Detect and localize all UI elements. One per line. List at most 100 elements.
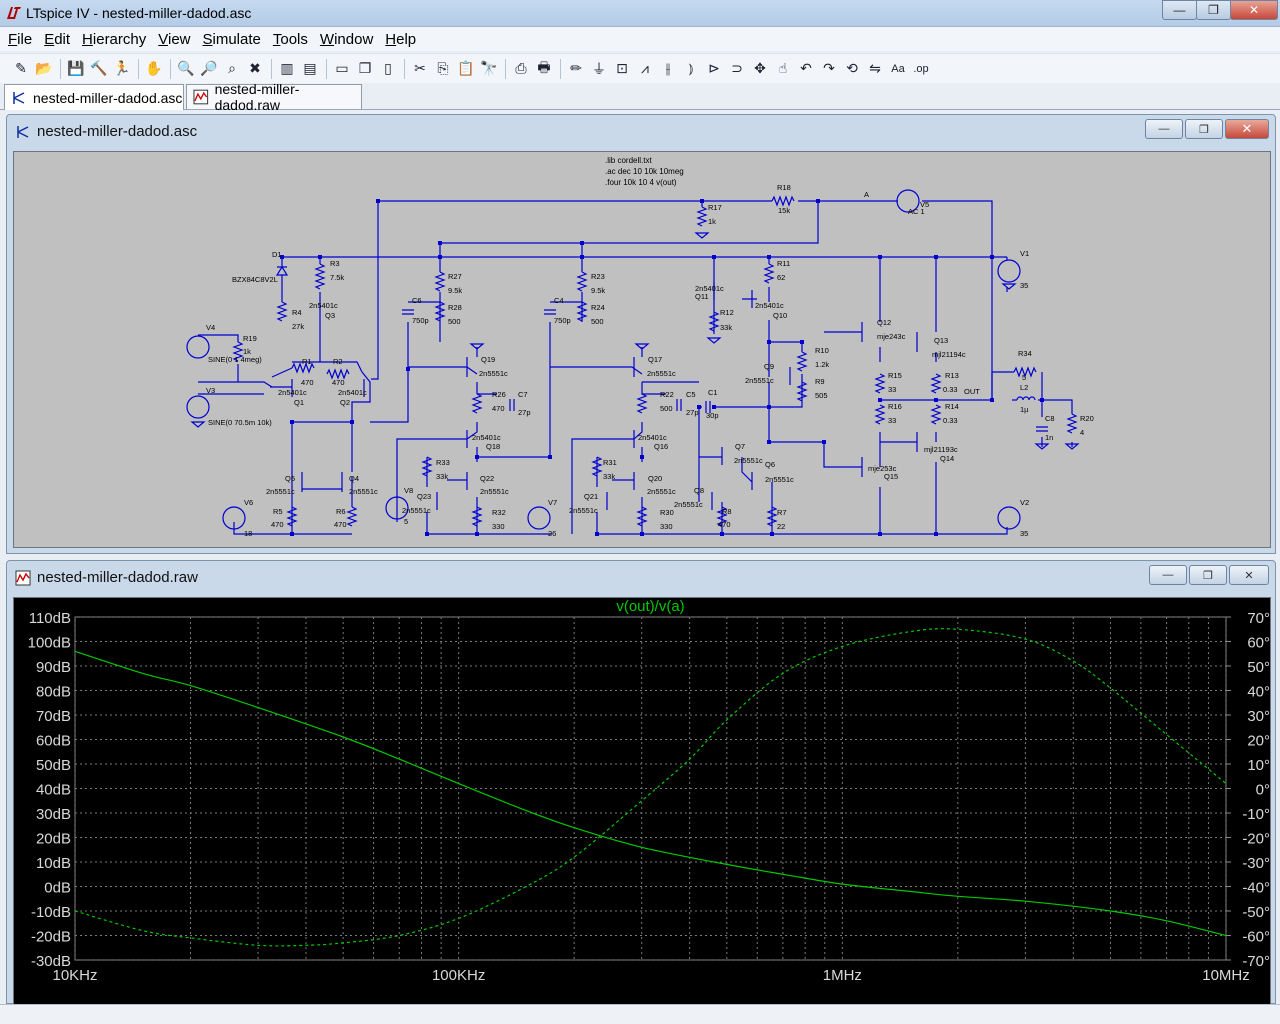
halt-icon[interactable]: ✋ bbox=[145, 60, 163, 76]
print-icon[interactable]: 🖶 bbox=[537, 58, 551, 75]
component-label: SINE(0 70.5m 10k) bbox=[208, 418, 272, 427]
find-icon[interactable]: 🔭 bbox=[480, 60, 498, 76]
save-icon[interactable]: 💾 bbox=[67, 60, 85, 76]
schematic-window-title: nested-miller-dadod.asc bbox=[37, 123, 198, 140]
schematic-window: nested-miller-dadod.asc — ❐ ✕ bbox=[6, 114, 1276, 554]
component-label: Q8 bbox=[694, 486, 704, 495]
component-label: mje253c bbox=[868, 464, 897, 473]
trace-label[interactable]: v(out)/v(a) bbox=[616, 598, 684, 615]
cascade-icon[interactable]: ❐ bbox=[358, 60, 372, 76]
component-label: SINE(0 1 4meg) bbox=[208, 355, 262, 364]
spice-directive[interactable]: .lib cordell.txt bbox=[605, 156, 652, 165]
schematic-drawing[interactable]: .lib cordell.txt .ac dec 10 10k 10meg .fou… bbox=[14, 152, 1271, 548]
spice-directive[interactable]: .four 10k 10 4 v(out) bbox=[605, 178, 677, 187]
ground-icon[interactable]: ⏚ bbox=[592, 60, 606, 77]
component-label: Q3 bbox=[325, 311, 335, 320]
autorange-icon[interactable]: ▤ bbox=[303, 60, 317, 76]
control-panel-icon[interactable]: 🔨 bbox=[90, 60, 108, 76]
schematic-close-button[interactable]: ✕ bbox=[1225, 119, 1269, 139]
menu-edit[interactable]: Edit bbox=[44, 30, 71, 48]
menu-hierarchy[interactable]: Hierarchy bbox=[82, 30, 147, 48]
component-label: R34 bbox=[1018, 349, 1032, 358]
copy-icon[interactable]: ⎘ bbox=[437, 60, 449, 76]
wire-junction bbox=[580, 241, 584, 245]
component-label: C6 bbox=[412, 296, 422, 305]
menu-view[interactable]: View bbox=[158, 30, 191, 48]
zoom-fit-icon[interactable]: ⌕ bbox=[228, 60, 236, 76]
component-label: mjl21193c bbox=[924, 445, 958, 454]
wire-junction bbox=[406, 367, 410, 371]
zoom-cancel-icon[interactable]: ✖ bbox=[249, 60, 261, 76]
cut-icon[interactable]: ✂ bbox=[414, 60, 426, 76]
move-icon[interactable]: ✥ bbox=[754, 60, 766, 76]
open-icon[interactable]: 📂 bbox=[35, 60, 53, 76]
inductor-icon[interactable]: ⦆ bbox=[688, 60, 694, 76]
zoom-in-icon[interactable]: 🔍 bbox=[177, 60, 195, 76]
toolbar-separator bbox=[326, 58, 327, 79]
component-label: Q7 bbox=[735, 442, 745, 451]
document-tabs: nested-miller-dadod.asc nested-miller-da… bbox=[0, 81, 1280, 113]
waveform-icon[interactable]: ▥ bbox=[280, 60, 294, 76]
menu-simulate[interactable]: Simulate bbox=[202, 30, 261, 48]
resistor-icon[interactable]: ⩘ bbox=[641, 60, 649, 76]
tile-horizontal-icon[interactable]: ▭ bbox=[335, 60, 349, 76]
close-button[interactable]: ✕ bbox=[1230, 0, 1278, 20]
diode-icon[interactable]: ⊳ bbox=[708, 60, 720, 76]
component-label: 470 bbox=[718, 520, 731, 529]
component-label: R1 bbox=[302, 357, 312, 366]
waveform-window-titlebar[interactable]: nested-miller-dadod.raw — ❐ ✕ bbox=[7, 561, 1275, 591]
wire-junction bbox=[700, 199, 704, 203]
y-right-tick-label: -40° bbox=[1242, 880, 1270, 897]
wire-junction bbox=[822, 440, 826, 444]
tile-vertical-icon[interactable]: ▯ bbox=[384, 60, 392, 76]
drag-icon[interactable]: ☝ bbox=[778, 60, 788, 76]
y-left-tick-label: 80dB bbox=[36, 684, 71, 701]
component-label: R3 bbox=[330, 259, 340, 268]
tab-waveform[interactable]: nested-miller-dadod.raw bbox=[186, 81, 362, 113]
redo-icon[interactable]: ↷ bbox=[823, 60, 835, 76]
component-label: D1 bbox=[272, 250, 282, 259]
toolbar-separator bbox=[560, 58, 561, 79]
print-setup-icon[interactable]: ⎙ bbox=[515, 60, 527, 76]
undo-icon[interactable]: ↶ bbox=[800, 60, 812, 76]
rotate-icon[interactable]: ⟲ bbox=[846, 60, 858, 76]
component-label: 18 bbox=[244, 529, 252, 538]
component-icon[interactable]: ⊃ bbox=[731, 60, 743, 76]
waveform-minimize-button[interactable]: — bbox=[1149, 565, 1187, 585]
label-net-icon[interactable]: ⊡ bbox=[616, 60, 628, 76]
toolbar-separator bbox=[60, 58, 61, 79]
wire-junction bbox=[280, 255, 284, 259]
component-label: 0.33 bbox=[943, 416, 958, 425]
component-label: R24 bbox=[591, 303, 605, 312]
component-label: Q4 bbox=[349, 474, 359, 483]
menu-tools[interactable]: Tools bbox=[272, 30, 308, 48]
component-label: C8 bbox=[1045, 414, 1055, 423]
component-label: R31 bbox=[603, 458, 617, 467]
waveform-close-button[interactable]: ✕ bbox=[1229, 565, 1269, 585]
zoom-out-icon[interactable]: 🔎 bbox=[200, 60, 218, 76]
new-schematic-icon[interactable]: ✎ bbox=[15, 60, 27, 76]
mirror-icon[interactable]: ⇋ bbox=[869, 60, 881, 76]
schematic-maximize-button[interactable]: ❐ bbox=[1185, 119, 1223, 139]
menu-help[interactable]: Help bbox=[385, 30, 417, 48]
paste-icon[interactable]: 📋 bbox=[457, 60, 475, 76]
minimize-button[interactable]: — bbox=[1162, 0, 1197, 20]
spice-directive[interactable]: .ac dec 10 10k 10meg bbox=[605, 167, 684, 176]
menu-file[interactable]: File bbox=[8, 30, 33, 48]
component-label: Q20 bbox=[648, 474, 662, 483]
run-icon[interactable]: 🏃 bbox=[113, 60, 131, 76]
capacitor-icon[interactable]: ⫲ bbox=[665, 60, 671, 76]
schematic-canvas[interactable]: .lib cordell.txt .ac dec 10 10k 10meg .fou… bbox=[13, 151, 1271, 548]
schematic-window-titlebar[interactable]: nested-miller-dadod.asc — ❐ ✕ bbox=[7, 115, 1275, 145]
bode-plot[interactable]: 110dB100dB90dB80dB70dB60dB50dB40dB30dB20… bbox=[14, 598, 1271, 1009]
wire-icon[interactable]: ✏ bbox=[570, 60, 582, 76]
text-icon[interactable]: Aa bbox=[891, 62, 905, 75]
waveform-maximize-button[interactable]: ❐ bbox=[1189, 565, 1227, 585]
menu-window[interactable]: Window bbox=[319, 30, 374, 48]
maximize-button[interactable]: ❐ bbox=[1196, 0, 1231, 20]
component-label: 1k bbox=[243, 347, 251, 356]
tab-schematic[interactable]: nested-miller-dadod.asc bbox=[4, 84, 184, 110]
spice-directive-icon[interactable]: .op bbox=[913, 62, 929, 75]
schematic-minimize-button[interactable]: — bbox=[1145, 119, 1183, 139]
